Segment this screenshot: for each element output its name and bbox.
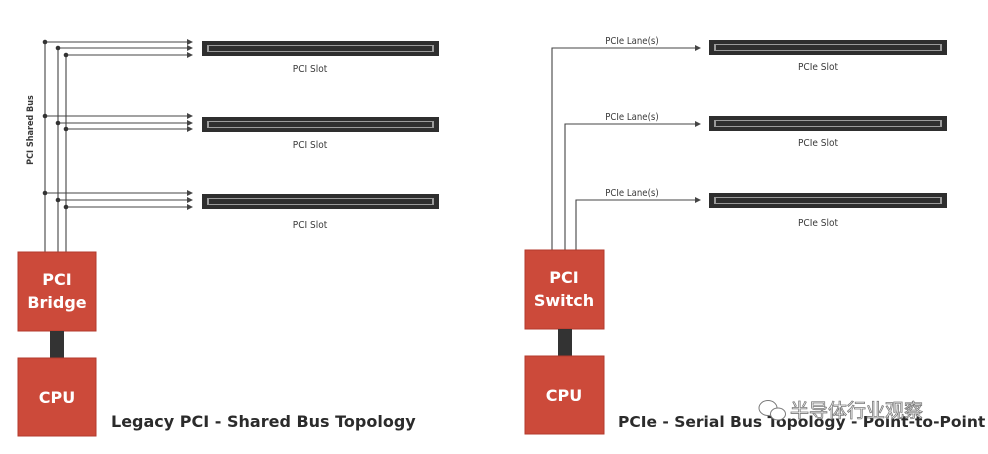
cpu-label-left: CPU (39, 388, 75, 407)
pcie-lane-label-2: PCIe Lane(s) (605, 112, 658, 123)
switch-cpu-connector (558, 329, 572, 356)
pcie-diagram: PCIe Lane(s) PCIe Lane(s) PCIe Lane(s) P… (524, 36, 986, 435)
pci-slot-label-2: PCI Slot (293, 140, 328, 151)
pci-slot-label-1: PCI Slot (293, 64, 328, 75)
pcie-lane-label-3: PCIe Lane(s) (605, 188, 658, 199)
pci-switch-label-line2: Switch (534, 291, 594, 310)
pcie-slot-1 (709, 40, 947, 55)
pcie-lane-label-1: PCIe Lane(s) (605, 36, 658, 47)
pci-slot-3 (202, 194, 439, 209)
wechat-icon (758, 400, 786, 421)
pci-slot-2 (202, 117, 439, 132)
pci-slot-label-3: PCI Slot (293, 220, 328, 231)
legacy-pci-caption: Legacy PCI - Shared Bus Topology (111, 412, 416, 431)
cpu-label-right: CPU (546, 386, 582, 405)
legacy-pci-diagram: PCI Shared Bus PCI Slot PCI Slot PCI Slo… (17, 39, 439, 437)
cpu-box-left (17, 357, 97, 437)
pci-bridge-box (17, 251, 97, 332)
watermark-text: 半导体行业观察 (790, 400, 923, 422)
pci-switch-box (524, 249, 605, 330)
bus-junction-dots (42, 39, 69, 210)
pcie-lane-lines (551, 45, 701, 250)
pci-bridge-label-line1: PCI (42, 270, 71, 289)
pcie-slot-label-3: PCIe Slot (798, 218, 838, 229)
pcie-slot-2 (709, 116, 947, 131)
pcie-slot-3 (709, 193, 947, 208)
shared-bus-lines (44, 39, 193, 252)
pcie-slot-label-2: PCIe Slot (798, 138, 838, 149)
pci-slot-1 (202, 41, 439, 56)
shared-bus-label: PCI Shared Bus (26, 95, 36, 165)
pcie-slot-label-1: PCIe Slot (798, 62, 838, 73)
pcie-caption: PCIe - Serial Bus Topology - Point-to-Po… (618, 413, 986, 431)
pci-bridge-label-line2: Bridge (27, 293, 86, 312)
cpu-box-right (524, 355, 605, 435)
pci-switch-label-line1: PCI (549, 268, 578, 287)
bridge-cpu-connector (50, 331, 64, 358)
watermark: 半导体行业观察 (758, 400, 923, 422)
